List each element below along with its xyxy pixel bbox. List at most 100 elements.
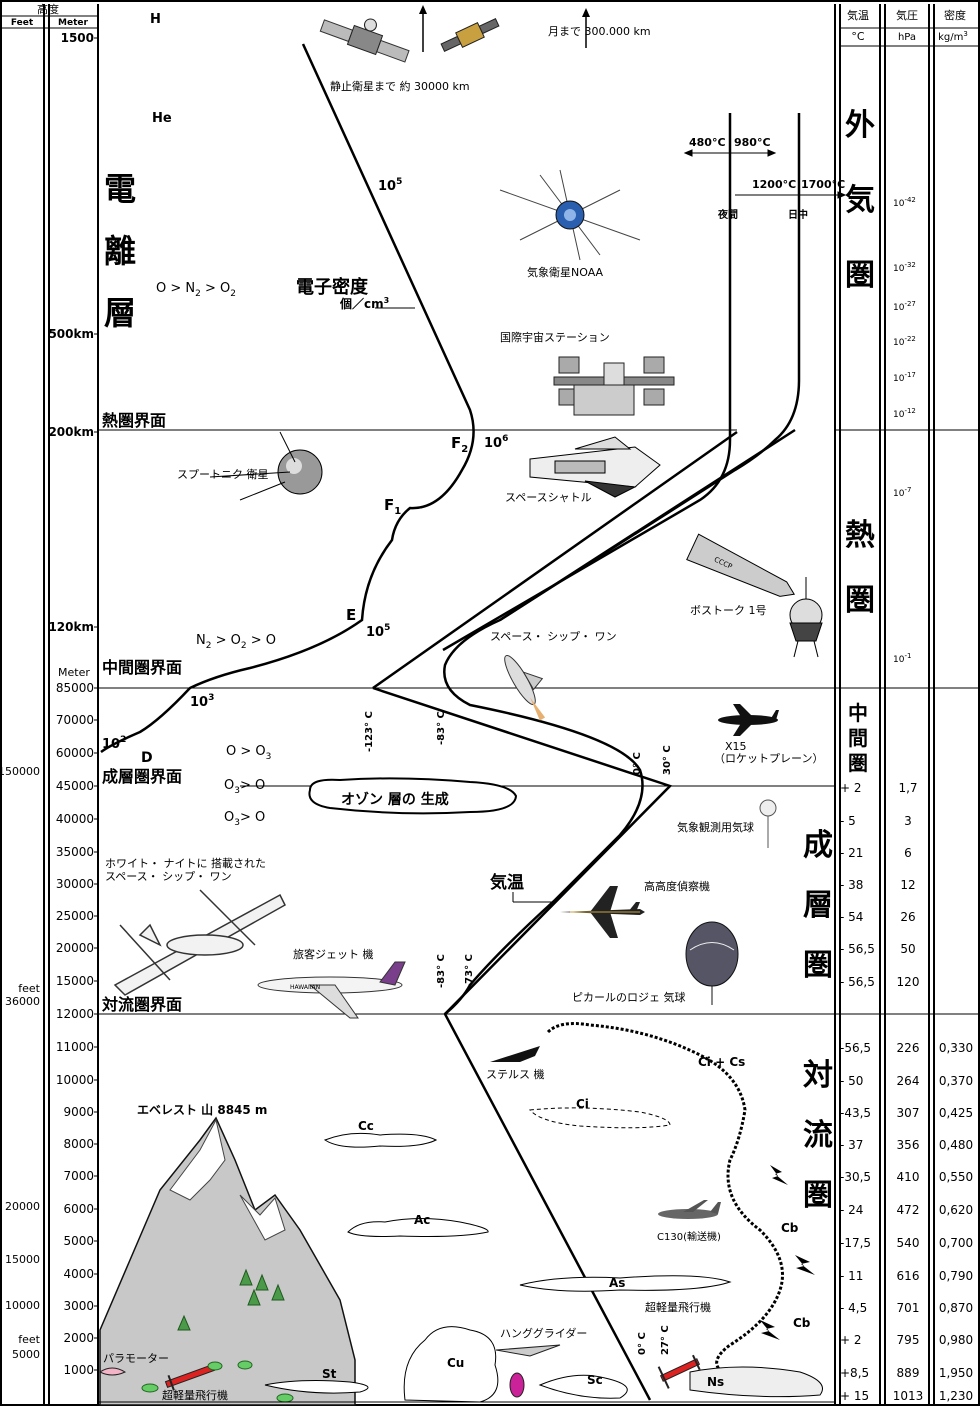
temp-label-980: 980°C <box>734 136 771 149</box>
meter-tick-label: 20000 <box>56 941 94 955</box>
pressure-value: 1,7 <box>898 781 917 795</box>
piccard-label: ピカールのロジェ 気球 <box>572 990 686 1004</box>
density-value: 0,480 <box>939 1138 973 1152</box>
temp-label-0-upper: 0° C <box>632 752 643 775</box>
feet-tick-label: 20000 <box>5 1200 40 1213</box>
moon-arrow <box>582 8 590 48</box>
meter-tick-label: 10000 <box>56 1073 94 1087</box>
svg-text:層: 層 <box>104 294 136 332</box>
airliner-illustration: HAWAIIAN <box>257 961 406 1019</box>
chemistry: H He O > N2 > O2 N2 > O2 > O O > O3 O3> … <box>150 12 276 828</box>
density-value: 1,950 <box>939 1366 973 1380</box>
meter-tick-label: 30000 <box>56 877 94 891</box>
svg-text:圏: 圏 <box>845 583 875 618</box>
svg-text:気: 気 <box>845 183 875 218</box>
temperature-curve-upper <box>372 430 738 690</box>
meter-tick-label: 5000 <box>63 1234 94 1248</box>
meter-tick-label: 500km <box>48 327 94 341</box>
temp-title: 気温 <box>847 8 869 22</box>
cloud-cu: Cu <box>447 1356 464 1370</box>
vostok-label: ボストーク 1号 <box>690 604 767 617</box>
pressure-title: 気圧 <box>896 8 918 22</box>
meter-tick-label: 40000 <box>56 812 94 826</box>
pressure-value: 472 <box>897 1203 920 1217</box>
temperature-value: -30,5 <box>840 1170 871 1184</box>
temp-label-m83-lower: -83° C <box>436 954 447 988</box>
cloud-ci-cs: Ci + Cs <box>698 1055 745 1069</box>
feet-tick-label: 5000 <box>12 1348 40 1361</box>
st-cloud <box>264 1380 369 1394</box>
temp-label-1700: 1700°C <box>801 178 845 191</box>
temp-label-1200: 1200°C <box>752 178 796 191</box>
meter-tick-label: 120km <box>48 620 94 634</box>
pressure-unit: hPa <box>898 32 916 43</box>
temp-label-30: 30° C <box>662 745 673 775</box>
temperature-value: - 4,5 <box>840 1301 867 1315</box>
ozone-layer-shape <box>308 777 518 815</box>
jet-label: 旅客ジェット 機 <box>293 947 374 961</box>
feet-tick-label: 150000 <box>0 765 40 778</box>
stratopause-label: 成層圏界面 <box>102 767 182 786</box>
meter-tick-label: 45000 <box>56 779 94 793</box>
ci-cs-cloud <box>546 1022 784 1372</box>
region-f1: F1 <box>384 496 401 517</box>
density-value: 0,330 <box>939 1041 973 1055</box>
temperature-value: - 11 <box>840 1269 863 1283</box>
pressure-value: 1013 <box>893 1389 924 1403</box>
pressure-value: 26 <box>900 910 915 924</box>
density-value: 0,370 <box>939 1074 973 1088</box>
white-knight-illustration <box>113 889 286 996</box>
temp-arrows <box>512 149 847 903</box>
temperature-curve-day <box>499 113 801 622</box>
feet-tick-label: feet <box>18 1333 40 1346</box>
thermosphere-name: 熱 圏 <box>845 518 875 618</box>
ci-cloud <box>529 1107 671 1129</box>
temperature-value: - 56,5 <box>840 975 875 989</box>
meter-tick-label: 2000 <box>63 1331 94 1345</box>
density-upper-value: 10-27 <box>893 300 916 313</box>
density-unit: kg/m3 <box>938 30 968 43</box>
everest-label: エベレスト 山 8845 m <box>137 1102 267 1117</box>
temperature-labels: -123° C -83° C 0° C 30° C -83° C -73° C … <box>364 136 845 1355</box>
ac-cloud <box>347 1218 489 1237</box>
pressure-value: 889 <box>897 1366 920 1380</box>
meter-tick-label: 85000 <box>56 681 94 695</box>
stealth-illustration <box>490 1046 540 1062</box>
everest-mountain <box>99 1116 356 1406</box>
meter-tick-label: 6000 <box>63 1202 94 1216</box>
cloud-labels: Ci + Cs Ci Cc Ac As Cb Cb St Cu Sc Ns <box>322 1055 811 1389</box>
density-value: 0,790 <box>939 1269 973 1283</box>
pressure-value: 120 <box>897 975 920 989</box>
svg-text:圏: 圏 <box>845 258 875 293</box>
layer-names: 外 気 圏 熱 圏 中 間 圏 成 層 圏 対 流 圏 電 離 層 <box>104 108 875 1213</box>
svg-text:圏: 圏 <box>848 751 868 775</box>
region-e: E <box>346 606 356 624</box>
meter-tick-label: 11000 <box>56 1040 94 1054</box>
troposphere-name: 対 流 圏 <box>803 1058 833 1213</box>
cloud-cc: Cc <box>358 1119 374 1133</box>
electron-title: 電子密度 <box>296 276 369 298</box>
meter-tick-label: 35000 <box>56 845 94 859</box>
density-value: 0,870 <box>939 1301 973 1315</box>
x15-illustration <box>718 704 779 736</box>
temperature-curve-main <box>372 686 673 1401</box>
geo-satellite-label: 静止衛星まで 約 30000 km <box>330 79 470 93</box>
meter-tick-label: 9000 <box>63 1105 94 1119</box>
spaceshipone-label: スペース・ シップ・ ワン <box>490 630 617 643</box>
cc-cloud <box>323 1132 438 1148</box>
cloud-st: St <box>322 1367 337 1381</box>
lightning-icons <box>760 1165 815 1340</box>
density-value: 0,980 <box>939 1333 973 1347</box>
day-label: 日中 <box>788 208 808 221</box>
meter-tick-label: 70000 <box>56 713 94 727</box>
noaa-label: 気象衛星NOAA <box>527 265 604 279</box>
meter-tick-label: 7000 <box>63 1169 94 1183</box>
temperature-value: - 24 <box>840 1203 863 1217</box>
stratosphere-name: 成 層 圏 <box>803 828 833 983</box>
cloud-ns: Ns <box>707 1375 724 1389</box>
iss-illustration <box>553 356 675 416</box>
paramotor-illustration <box>99 1367 127 1376</box>
temp-label-m83-upper: -83° C <box>436 711 447 745</box>
temp-unit: °C <box>851 30 865 43</box>
